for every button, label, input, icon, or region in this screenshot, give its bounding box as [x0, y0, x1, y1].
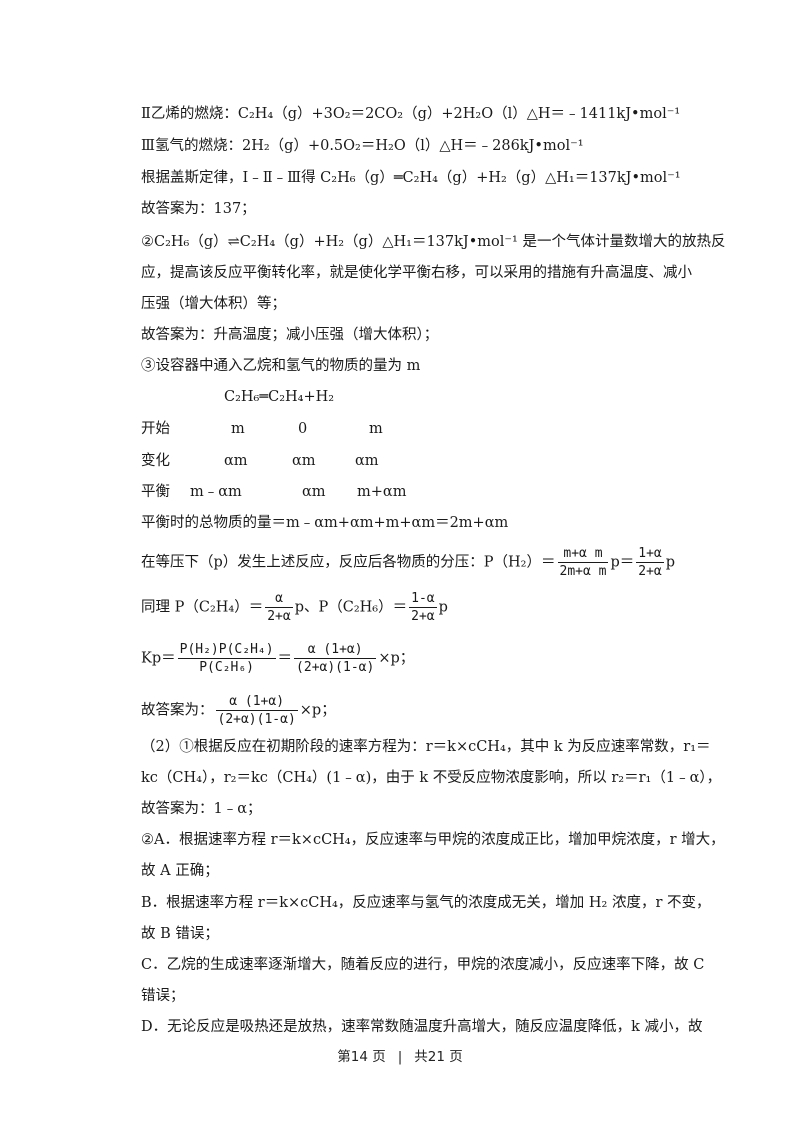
fraction: α (1+α)(2+α)(1-α)	[215, 694, 298, 727]
table-cell: αm	[292, 453, 316, 469]
text-line: 平衡时的总物质的量＝m﹣αm+αm+m+αm＝2m+αm	[141, 515, 509, 531]
text-segment: p	[665, 554, 676, 571]
table-cell: αm	[302, 484, 326, 500]
text-line: 故 A 正确；	[141, 863, 219, 879]
fraction: P(H₂)P(C₂H₄)P(C₂H₆)	[177, 642, 276, 675]
text-segment: Kp＝	[141, 650, 176, 667]
text-line: （2）①根据反应在初期阶段的速率方程为：r＝k×cCH₄，其中 k 为反应速率常…	[141, 739, 711, 755]
text-segment: p、P（C₂H₆）＝	[294, 599, 408, 616]
table-cell: αm	[224, 453, 248, 469]
text-segment: ＝	[277, 650, 293, 667]
table-cell: m	[369, 421, 383, 437]
text-line: 压强（增大体积）等；	[141, 296, 286, 312]
text-line: ②C₂H₆（g）⇌C₂H₄（g）+H₂（g）△H₁＝137kJ•mol⁻¹ 是一…	[141, 234, 726, 250]
fraction-denominator: 2m+α m	[559, 564, 607, 579]
text-line: ③设容器中通入乙烷和氢气的物质的量为 m	[141, 358, 421, 374]
text-line: 应，提高该反应平衡转化率，就是使化学平衡右移，可以采用的措施有升高温度、减小	[141, 265, 692, 281]
row-label: 变化	[141, 453, 170, 469]
table-cell: m﹣αm	[190, 484, 242, 500]
fraction-denominator: (2+α)(1-α)	[296, 660, 375, 675]
page-footer: 第14 页 | 共21 页	[0, 1045, 800, 1065]
footer-separator: |	[397, 1049, 403, 1065]
fraction-numerator: α (1+α)	[294, 642, 377, 659]
formula-line: Kp＝P(H₂)P(C₂H₄)P(C₂H₆)＝α (1+α)(2+α)(1-α)…	[141, 642, 414, 675]
text-line: kc（CH₄），r₂＝kc（CH₄）(1﹣α)，由于 k 不受反应物浓度影响，所…	[141, 770, 722, 786]
fraction-denominator: P(C₂H₆)	[199, 660, 254, 675]
fraction-denominator: 2+α	[267, 609, 291, 624]
text-line: 故答案为：升高温度；减小压强（增大体积）；	[141, 327, 439, 343]
formula-line: 故答案为：α (1+α)(2+α)(1-α)×p；	[141, 694, 336, 727]
row-label: 平衡	[141, 484, 170, 500]
text-segment: 在等压下（p）发生上述反应，反应后各物质的分压：P（H₂）＝	[141, 554, 556, 571]
equation-header: C₂H₆═C₂H₄+H₂	[224, 389, 335, 405]
text-segment: ×p；	[378, 650, 415, 667]
fraction-numerator: 1+α	[636, 546, 664, 563]
fraction-numerator: α (1+α)	[215, 694, 298, 711]
text-line: 错误；	[141, 988, 185, 1004]
fraction-numerator: P(H₂)P(C₂H₄)	[177, 642, 276, 659]
fraction-numerator: α	[265, 591, 293, 608]
text-line: 根据盖斯定律，Ⅰ﹣Ⅱ﹣Ⅲ得 C₂H₆（g）═C₂H₄（g）+H₂（g）△H₁＝1…	[141, 170, 681, 186]
text-segment: p＝	[610, 554, 635, 571]
text-line: B．根据速率方程 r＝k×cCH₄，反应速率与氢气的浓度成无关，增加 H₂ 浓度…	[141, 895, 711, 911]
fraction: α (1+α)(2+α)(1-α)	[294, 642, 377, 675]
table-cell: 0	[298, 421, 308, 437]
page-number: 第14 页	[337, 1049, 386, 1065]
fraction-numerator: m+α m	[557, 546, 609, 563]
text-line: D．无论反应是吸热还是放热，速率常数随温度升高增大，随反应温度降低，k 减小，故	[141, 1019, 703, 1035]
fraction-denominator: 2+α	[411, 609, 435, 624]
text-line: C．乙烷的生成速率逐渐增大，随着反应的进行，甲烷的浓度减小，反应速率下降，故 C	[141, 957, 705, 973]
fraction-denominator: (2+α)(1-α)	[217, 712, 296, 727]
text-segment: p	[438, 599, 448, 616]
text-line: ②A．根据速率方程 r＝k×cCH₄，反应速率与甲烷的浓度成正比，增加甲烷浓度，…	[141, 832, 725, 848]
text-line: 故答案为：137；	[141, 201, 256, 217]
text-segment: 同理 P（C₂H₄）＝	[141, 599, 264, 616]
text-segment: 故答案为：	[141, 702, 214, 719]
table-cell: αm	[355, 453, 379, 469]
fraction-numerator: 1-α	[409, 591, 437, 608]
fraction-denominator: 2+α	[638, 564, 662, 579]
text-line: 故答案为：1﹣α；	[141, 801, 262, 817]
text-segment: ×p；	[299, 702, 336, 719]
row-label: 开始	[141, 421, 170, 437]
table-cell: m+αm	[357, 484, 407, 500]
table-cell: m	[231, 421, 245, 437]
text-line: Ⅲ氢气的燃烧：2H₂（g）+0.5O₂＝H₂O（l）△H＝﹣286kJ•mol⁻…	[141, 138, 584, 154]
text-line: Ⅱ乙烯的燃烧：C₂H₄（g）+3O₂＝2CO₂（g）+2H₂O（l）△H＝﹣14…	[141, 106, 681, 122]
text-line: 故 B 错误；	[141, 926, 219, 942]
page-total: 共21 页	[414, 1049, 463, 1065]
